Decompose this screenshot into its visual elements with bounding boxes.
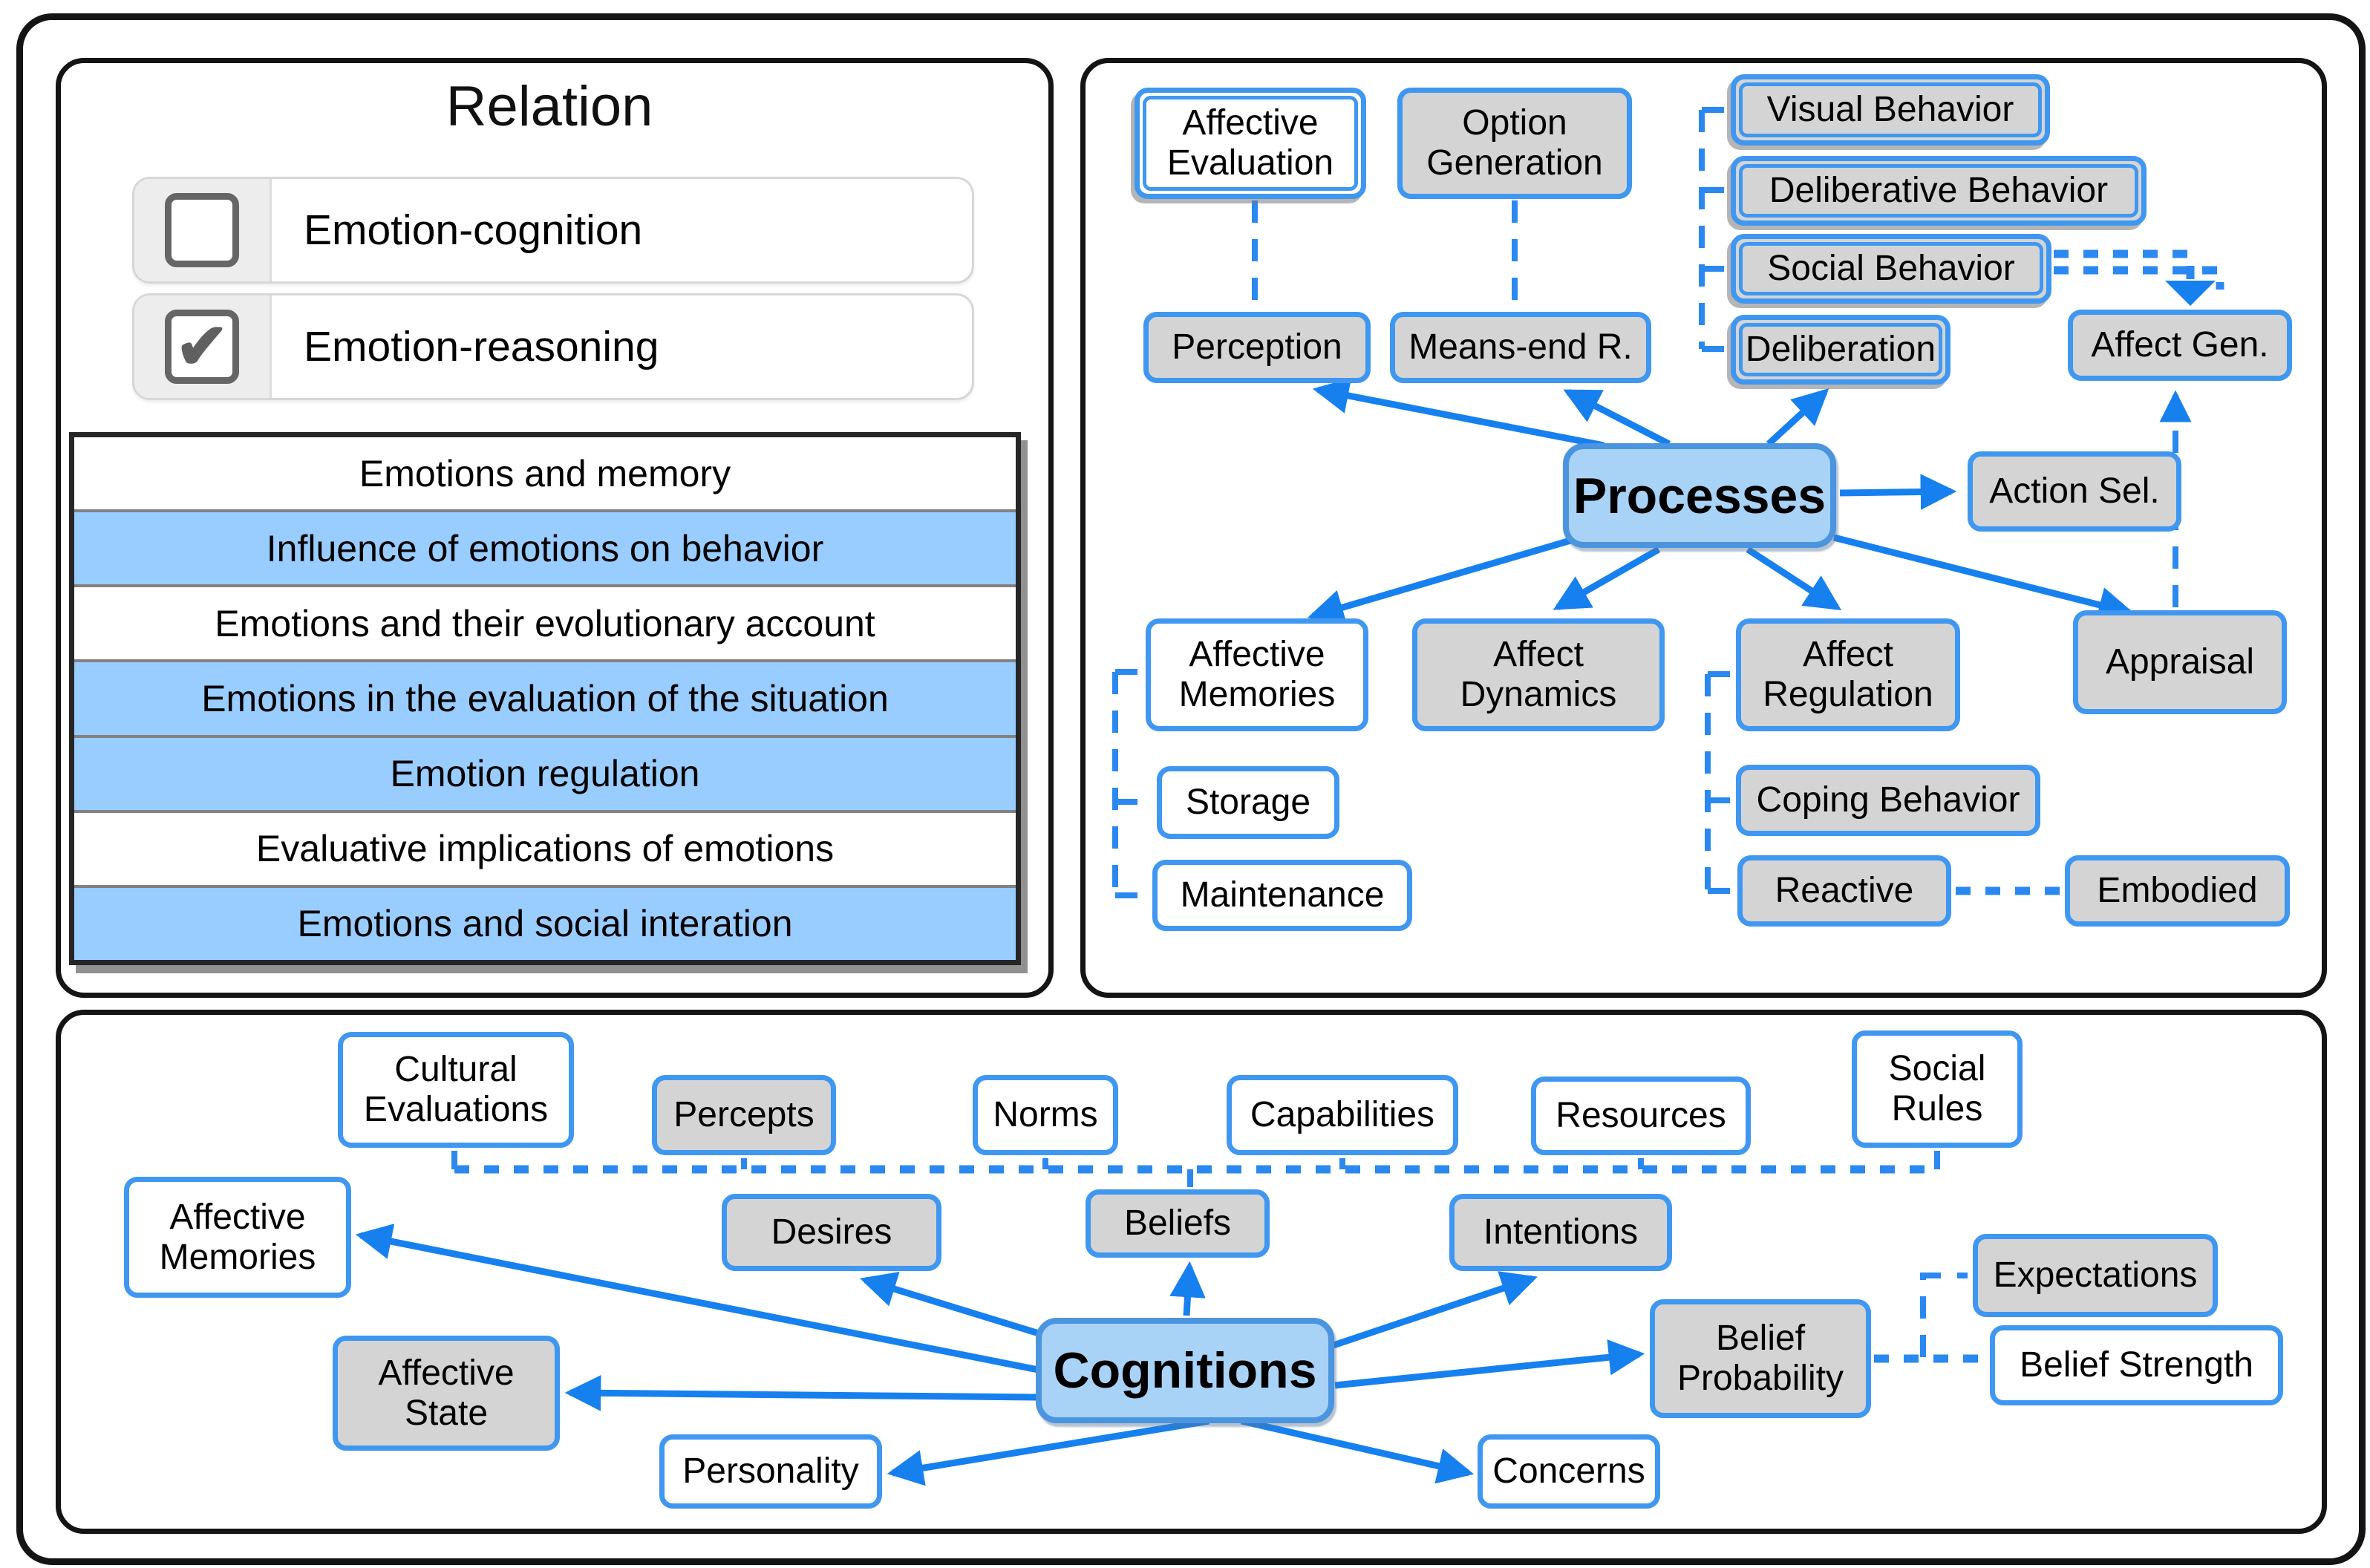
- node-affective-memories-p[interactable]: Affective Memories: [1146, 618, 1368, 731]
- node-affective-memories-c[interactable]: Affective Memories: [124, 1177, 351, 1298]
- table-row[interactable]: Emotions in the evaluation of the situat…: [74, 659, 1016, 735]
- node-embodied[interactable]: Embodied: [2065, 855, 2290, 927]
- hub-processes[interactable]: Processes: [1563, 443, 1836, 548]
- relation-option-emotion-cognition[interactable]: Emotion-cognition: [132, 177, 974, 284]
- node-action-sel[interactable]: Action Sel.: [1968, 451, 2181, 532]
- node-perception[interactable]: Perception: [1143, 312, 1371, 383]
- node-expectations[interactable]: Expectations: [1973, 1234, 2218, 1317]
- node-affect-gen[interactable]: Affect Gen.: [2068, 310, 2292, 381]
- outer-frame: [16, 13, 2366, 1565]
- node-visual-behavior[interactable]: Visual Behavior: [1731, 74, 2050, 146]
- node-norms[interactable]: Norms: [973, 1075, 1118, 1155]
- table-row[interactable]: Emotions and their evolutionary account: [74, 584, 1016, 660]
- node-intentions[interactable]: Intentions: [1449, 1194, 1672, 1271]
- node-personality[interactable]: Personality: [659, 1434, 882, 1509]
- node-cultural-evaluations[interactable]: Cultural Evaluations: [338, 1032, 574, 1148]
- table-row[interactable]: Influence of emotions on behavior: [74, 509, 1016, 585]
- node-belief-probability[interactable]: Belief Probability: [1650, 1299, 1871, 1418]
- node-maintenance[interactable]: Maintenance: [1152, 860, 1412, 931]
- node-deliberative-behavior[interactable]: Deliberative Behavior: [1731, 156, 2147, 226]
- node-social-rules[interactable]: Social Rules: [1852, 1030, 2023, 1148]
- table-row[interactable]: Evaluative implications of emotions: [74, 809, 1016, 885]
- node-means-end-r[interactable]: Means-end R.: [1390, 312, 1651, 383]
- node-concerns[interactable]: Concerns: [1478, 1434, 1660, 1509]
- checkbox-unchecked-icon[interactable]: [165, 193, 239, 267]
- node-storage[interactable]: Storage: [1157, 766, 1339, 839]
- table-row[interactable]: Emotions and social interation: [74, 884, 1016, 960]
- node-affective-evaluation[interactable]: Affective Evaluation: [1135, 88, 1366, 199]
- legend-title: Relation: [445, 75, 653, 138]
- node-social-behavior[interactable]: Social Behavior: [1731, 234, 2051, 304]
- hub-cognitions[interactable]: Cognitions: [1036, 1318, 1334, 1423]
- node-deliberation[interactable]: Deliberation: [1731, 315, 1950, 385]
- table-row[interactable]: Emotion regulation: [74, 734, 1016, 810]
- checkbox-cell: [134, 179, 272, 281]
- relation-option-label: Emotion-reasoning: [304, 323, 659, 370]
- node-affective-state[interactable]: Affective State: [333, 1336, 560, 1451]
- node-resources[interactable]: Resources: [1531, 1077, 1751, 1155]
- relation-option-label: Emotion-cognition: [304, 206, 643, 254]
- table-row[interactable]: Emotions and memory: [74, 437, 1016, 510]
- node-reactive[interactable]: Reactive: [1737, 855, 1951, 927]
- checkbox-checked-icon[interactable]: ✔: [165, 310, 239, 384]
- node-belief-strength[interactable]: Belief Strength: [1990, 1325, 2283, 1405]
- node-affect-dynamics[interactable]: Affect Dynamics: [1412, 618, 1665, 731]
- node-coping-behavior[interactable]: Coping Behavior: [1736, 765, 2040, 836]
- topics-table: Emotions and memory Influence of emotion…: [69, 432, 1021, 965]
- node-beliefs[interactable]: Beliefs: [1086, 1189, 1270, 1258]
- node-option-generation[interactable]: Option Generation: [1397, 88, 1632, 199]
- relation-option-emotion-reasoning[interactable]: ✔ Emotion-reasoning: [132, 293, 974, 400]
- node-capabilities[interactable]: Capabilities: [1227, 1075, 1458, 1155]
- node-appraisal[interactable]: Appraisal: [2073, 610, 2287, 714]
- node-percepts[interactable]: Percepts: [652, 1075, 836, 1155]
- node-desires[interactable]: Desires: [722, 1194, 941, 1271]
- node-affect-regulation[interactable]: Affect Regulation: [1736, 618, 1960, 731]
- checkbox-cell: ✔: [134, 295, 272, 398]
